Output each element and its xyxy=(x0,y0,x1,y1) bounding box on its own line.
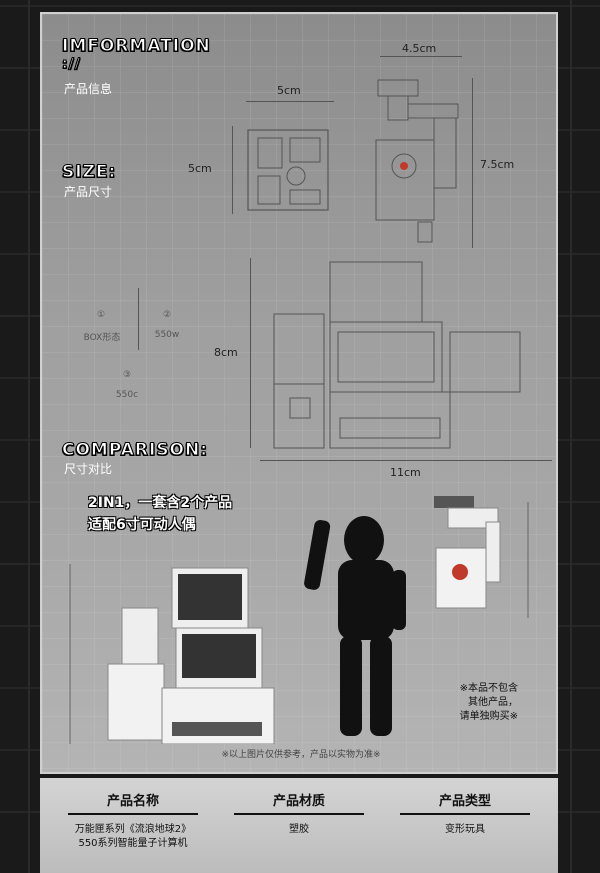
comparison-screen-photo xyxy=(256,282,346,358)
product-small-front-drawing xyxy=(247,129,329,211)
product-name-column: 产品名称 万能匣系列《流浪地球2》 550系列智能量子计算机 xyxy=(48,790,218,851)
size-subtitle: 产品尺寸 xyxy=(64,185,113,199)
mode-2-number: ② xyxy=(162,310,172,320)
dim-line-5cm-width xyxy=(246,101,334,102)
note-line-1: ※本品不包含 xyxy=(459,683,518,694)
comparison-box-photo xyxy=(69,564,275,744)
disclaimer: ※以上图片仅供参考，产品以实物为准※ xyxy=(221,750,381,760)
promo-line-1: 2IN1，一套含2个产品 xyxy=(88,495,233,511)
mode-1-label: BOX形态 xyxy=(83,333,121,343)
mode-1-number: ① xyxy=(96,310,106,320)
dim-8cm: 8cm xyxy=(214,346,238,359)
mode-2-label: 550w xyxy=(154,330,180,340)
dim-line-5cm-height xyxy=(232,126,233,214)
product-type-value: 变形玩具 xyxy=(445,824,485,835)
dim-line-7-5cm xyxy=(472,78,473,248)
dim-5cm-width: 5cm xyxy=(277,84,301,97)
dim-7-5cm: 7.5cm xyxy=(480,158,515,171)
product-name-line-2: 550系列智能量子计算机 xyxy=(78,838,188,849)
dim-5cm-height: 5cm xyxy=(188,162,212,175)
product-material-column: 产品材质 塑胶 xyxy=(214,790,384,837)
product-name-title: 产品名称 xyxy=(68,790,198,815)
product-name-line-1: 万能匣系列《流浪地球2》 xyxy=(74,824,192,835)
promo-line-2: 适配6寸可动人偶 xyxy=(88,517,196,533)
information-heading: IMFORMATION xyxy=(62,36,211,57)
dim-line-8cm xyxy=(250,258,251,448)
dim-line-11cm xyxy=(260,460,552,461)
mode-divider xyxy=(138,288,139,350)
dim-line-4-5cm xyxy=(380,56,462,57)
comparison-heading: COMPARISON: xyxy=(61,440,209,461)
purchase-note: ※本品不包含 其他产品， 请单独购买※ xyxy=(414,682,518,724)
information-subtitle: 产品信息 xyxy=(64,82,113,96)
mode-3-label: 550c xyxy=(115,390,139,400)
note-line-2: 其他产品， xyxy=(468,697,518,708)
comparison-subtitle: 尺寸对比 xyxy=(64,462,113,476)
product-material-title: 产品材质 xyxy=(234,790,364,815)
information-mark: :// xyxy=(62,56,81,73)
product-type-column: 产品类型 变形玩具 xyxy=(380,790,550,837)
product-spec-footer: 产品名称 万能匣系列《流浪地球2》 550系列智能量子计算机 产品材质 塑胶 产… xyxy=(40,778,558,873)
comparison-small-product-photo xyxy=(434,496,529,618)
product-small-side-drawing xyxy=(375,79,459,243)
product-type-title: 产品类型 xyxy=(400,790,530,815)
product-box-drawing xyxy=(273,261,521,449)
action-figure-silhouette xyxy=(304,516,406,736)
info-panel: IMFORMATION :// 产品信息 SIZE: 产品尺寸 5cm 4.5c… xyxy=(40,12,558,774)
note-line-3: 请单独购买※ xyxy=(459,711,518,722)
dim-4-5cm: 4.5cm xyxy=(402,42,437,55)
mode-3-number: ③ xyxy=(122,370,132,380)
product-material-value: 塑胶 xyxy=(289,824,309,835)
dim-11cm: 11cm xyxy=(390,466,421,479)
size-heading: SIZE: xyxy=(61,162,117,183)
